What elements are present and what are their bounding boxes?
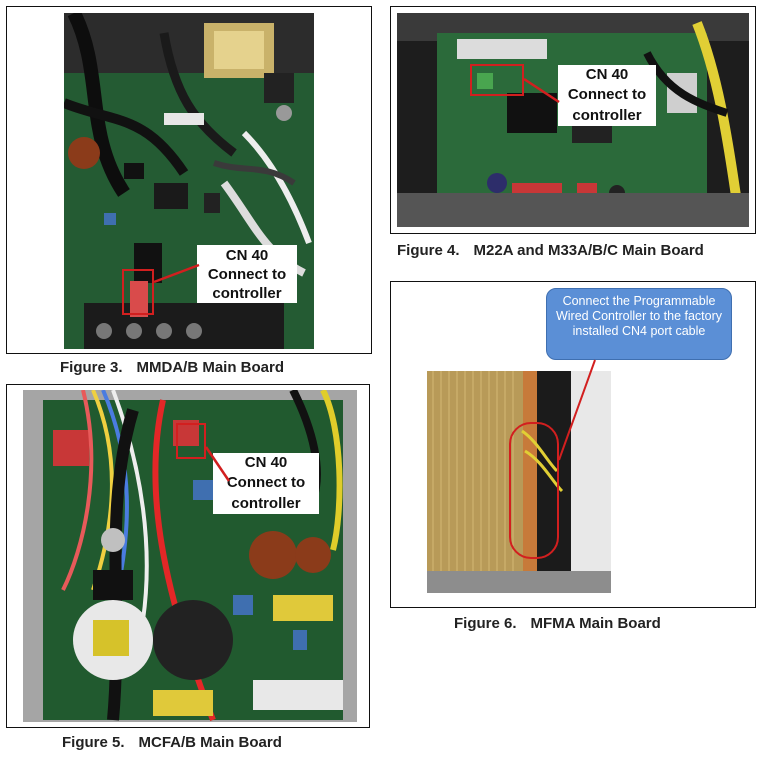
figure-6-caption: Figure 6. MFMA Main Board [454,615,661,632]
callout-line: Connect to [567,86,647,104]
callout-line: controller [231,494,301,512]
callout-line: controller [572,106,642,124]
instruction-bubble: Connect the Programmable Wired Controlle… [546,288,732,360]
figure-5-caption: Figure 5. MCFA/B Main Board [62,734,282,751]
callout-title: CN 40 [225,247,269,264]
figure-3-frame: CN 40 Connect to controller [6,6,372,354]
bubble-text: Connect the Programmable Wired Controlle… [555,294,723,338]
figure-number: Figure 6. [454,615,517,632]
figure-4-photo [397,13,749,227]
callout-line: Connect to [226,474,306,492]
cn40-highlight-box [122,269,154,315]
callout-title: CN 40 [585,66,629,83]
figure-5-photo [23,390,357,722]
figure-4-frame: CN 40 Connect to controller [390,6,756,234]
cn4-highlight-oval [509,422,559,559]
figure-number: Figure 5. [62,734,125,751]
cn40-callout: CN 40 Connect to controller [558,65,656,126]
figure-6-frame: Connect the Programmable Wired Controlle… [390,281,756,608]
figure-title: MMDA/B Main Board [136,359,285,376]
figure-5-frame: CN 40 Connect to controller [6,384,370,728]
cn40-highlight-box [470,64,524,96]
figure-3-photo [64,13,314,349]
figure-4-caption: Figure 4. M22A and M33A/B/C Main Board [397,242,704,259]
cn40-callout: CN 40 Connect to controller [197,245,297,304]
callout-title: CN 40 [244,454,288,471]
figure-title: MFMA Main Board [530,615,661,632]
figure-title: MCFA/B Main Board [138,734,282,751]
callout-line: Connect to [207,265,287,283]
callout-line: controller [212,284,282,302]
figure-6-photo [427,371,611,593]
figure-number: Figure 4. [397,242,460,259]
figure-3-caption: Figure 3. MMDA/B Main Board [60,359,284,376]
cn40-callout: CN 40 Connect to controller [213,453,319,514]
cn40-highlight-box [176,423,206,459]
figure-number: Figure 3. [60,359,123,376]
figure-title: M22A and M33A/B/C Main Board [473,242,704,259]
